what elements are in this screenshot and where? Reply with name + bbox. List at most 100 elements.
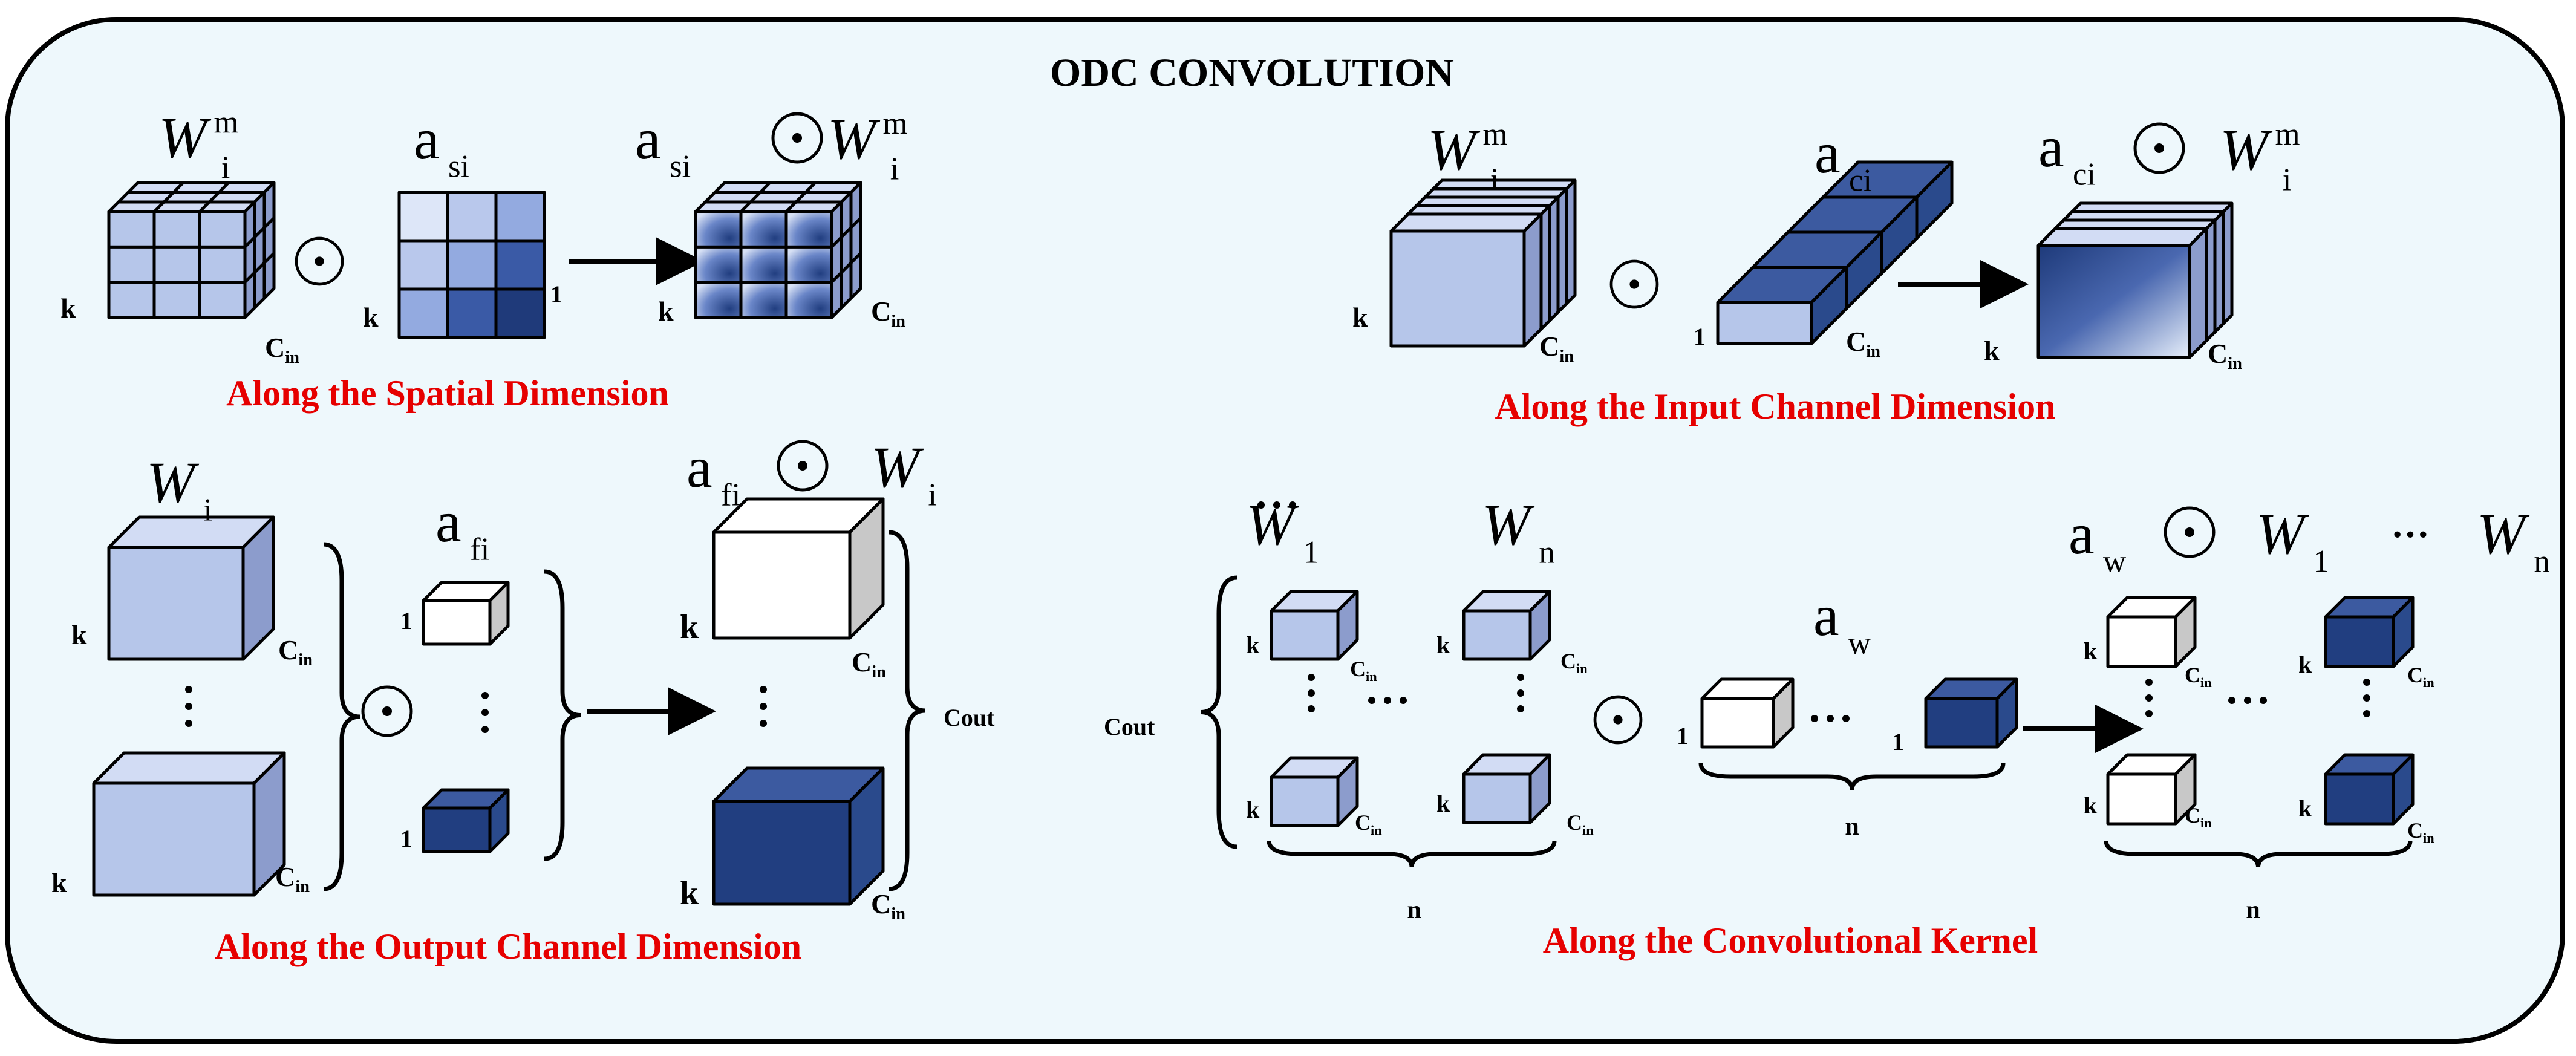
label-k-spatial-3: k <box>658 296 674 327</box>
dots-output-attention <box>481 692 489 733</box>
dots-output-weights <box>185 686 192 727</box>
label-k-kernel-2: k <box>1246 796 1260 823</box>
label-cin-spatial-1: Cin <box>265 332 299 367</box>
cube-result-kernel-w1-top <box>2106 596 2197 668</box>
label-cin-kernel-7: Cin <box>2407 663 2434 690</box>
cube-kernel-w1-top <box>1270 590 1359 661</box>
brace-kernel-result-n <box>2104 840 2413 868</box>
dots-kernel-wn <box>1517 674 1524 712</box>
odot-kernel <box>1593 695 1643 745</box>
label-k-kernel-7: k <box>2298 651 2312 678</box>
label-cin-kernel-3: Cin <box>1560 649 1588 676</box>
caption-spatial: Along the Spatial Dimension <box>226 373 669 413</box>
odot-spatial-header <box>771 112 823 164</box>
label-k-kernel-4: k <box>1436 790 1450 817</box>
cube-weight-output-bottom <box>92 751 286 897</box>
label-one-spatial: 1 <box>550 281 562 308</box>
cube-result-kernel-w1-bottom <box>2106 753 2197 826</box>
label-cin-kernel-2: Cin <box>1355 810 1382 838</box>
dots-kernel-between <box>1368 697 1407 704</box>
caption-output-channel: Along the Output Channel Dimension <box>215 927 801 966</box>
label-one-kernel-1: 1 <box>1677 722 1689 749</box>
label-cin-input-3: Cin <box>2208 338 2242 373</box>
bar-attention-input <box>1716 160 1954 345</box>
cube-kernel-wn-top <box>1462 590 1551 661</box>
odot-kernel-header <box>2164 506 2216 558</box>
cube-attention-output-bottom <box>422 788 510 853</box>
label-one-kernel-2: 1 <box>1892 728 1904 755</box>
label-cout-kernel: Cout <box>1104 713 1155 740</box>
label-one-output-1: 1 <box>400 607 412 634</box>
label-cin-output-4: Cin <box>871 888 905 924</box>
label-k-kernel-6: k <box>2084 792 2098 819</box>
label-k-input-3: k <box>1984 335 2000 366</box>
label-cin-input-2: Cin <box>1846 326 1880 361</box>
label-cin-kernel-1: Cin <box>1350 657 1377 684</box>
cube-attention-kernel-first <box>1700 677 1795 749</box>
label-n-kernel-2: n <box>1845 813 1859 841</box>
odot-spatial <box>295 236 344 286</box>
label-n-kernel-1: n <box>1407 896 1421 924</box>
label-k-spatial-1: k <box>60 293 76 324</box>
cube-attention-kernel-last <box>1924 677 2018 749</box>
cube-result-output-bottom <box>712 766 885 906</box>
label-cin-output-2: Cin <box>275 861 310 896</box>
dots-output-result <box>760 686 767 727</box>
label-cin-input-1: Cin <box>1539 331 1574 366</box>
cube-result-kernel-wn-top <box>2324 596 2415 668</box>
label-k-output-2: k <box>51 867 67 898</box>
odot-input-header <box>2133 122 2185 174</box>
dots-kernel-between-top <box>1257 501 1296 509</box>
cube-attention-output-top <box>422 581 510 646</box>
cube-kernel-w1-bottom <box>1270 756 1359 827</box>
cube-kernel-wn-bottom <box>1462 753 1551 824</box>
brace-kernel-n <box>1267 840 1557 868</box>
label-k-spatial-2: k <box>363 302 379 333</box>
dots-kernel-w1 <box>1308 674 1315 712</box>
panel-background <box>5 17 2565 1044</box>
cube-result-spatial <box>694 181 862 319</box>
diagram-title: ODC CONVOLUTION <box>1050 51 1454 95</box>
label-k-kernel-1: k <box>1246 631 1260 659</box>
label-cin-output-3: Cin <box>852 647 886 682</box>
label-k-output-1: k <box>71 619 87 650</box>
label-cout-output: Cout <box>944 704 995 731</box>
grid-attention-spatial <box>397 191 546 339</box>
caption-input-channel: Along the Input Channel Dimension <box>1495 386 2056 426</box>
brace-output-attention <box>544 569 581 861</box>
label-cin-spatial-3: Cin <box>871 296 905 331</box>
label-cin-kernel-6: Cin <box>2185 803 2212 830</box>
label-k-input-1: k <box>1352 302 1368 333</box>
label-cin-kernel-5: Cin <box>2185 663 2212 690</box>
label-cin-output-1: Cin <box>278 634 313 670</box>
label-one-input: 1 <box>1694 323 1706 350</box>
label-k-kernel-3: k <box>1436 631 1450 659</box>
label-n-kernel-3: n <box>2246 896 2260 924</box>
cube-result-output-top <box>712 497 885 640</box>
brace-kernel-cout <box>1200 575 1237 849</box>
stack-result-input <box>2036 201 2234 359</box>
label-k-kernel-5: k <box>2084 637 2098 665</box>
label-k-output-4: k <box>680 875 699 912</box>
cube-weight-output-top <box>107 515 275 661</box>
label-ellipsis-kernel-header: ··· <box>2391 513 2430 556</box>
dots-kernel-result-between <box>2228 697 2267 704</box>
